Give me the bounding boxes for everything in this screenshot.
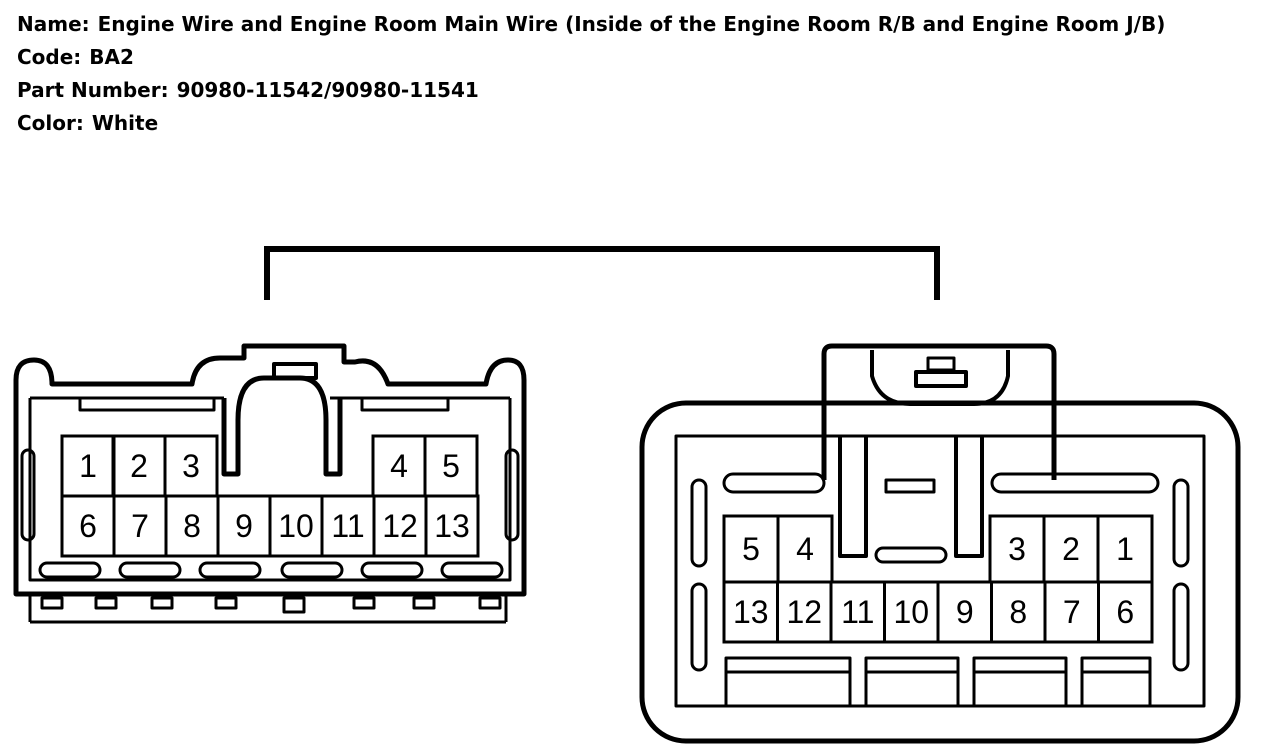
right-pin-1-label: 1: [1116, 531, 1134, 567]
code-row: Code: BA2: [17, 41, 1165, 74]
right-latch-leg-left: [838, 436, 868, 558]
right-latch-tab: [914, 370, 968, 388]
left-pin-6-label: 6: [79, 508, 97, 544]
right-latch-housing: [821, 343, 1057, 480]
color-label: Color:: [17, 111, 84, 135]
part-number-label: Part Number:: [17, 78, 169, 102]
left-connector: [13, 343, 527, 624]
part-number-row: Part Number: 90980-11542/90980-11541: [17, 74, 1165, 107]
left-pin-13-label: 13: [434, 508, 470, 544]
right-pin-5-label: 5: [742, 531, 760, 567]
left-pin-3-label: 3: [182, 448, 200, 484]
mating-bracket: [264, 246, 940, 300]
left-side-rib-left: [20, 448, 36, 542]
right-pin-11-label: 11: [841, 594, 874, 630]
right-pin-6-label: 6: [1116, 594, 1134, 630]
left-inner-frame: [28, 398, 512, 582]
right-pin-8-label: 8: [1009, 594, 1027, 630]
left-pin-5-label: 5: [442, 448, 460, 484]
right-side-rib-1: [690, 478, 708, 568]
left-latch-tab: [272, 362, 318, 380]
part-number-value: 90980-11542/90980-11541: [176, 78, 479, 102]
right-bottom-blocks: [724, 656, 1152, 706]
left-pin-13-cell: [424, 494, 480, 558]
left-bottom-teeth: [28, 594, 508, 624]
right-pin-4-label: 4: [796, 531, 814, 567]
right-upper-slot-left: [722, 472, 826, 494]
left-bottom-slots: [38, 561, 504, 579]
right-side-rib-3: [1172, 478, 1190, 568]
color-row: Color: White: [17, 107, 1165, 140]
left-pin-10-label: 10: [278, 508, 314, 544]
right-side-rib-2: [690, 582, 708, 672]
left-pin-7-label: 7: [131, 508, 149, 544]
right-pin-12-label: 12: [786, 594, 822, 630]
right-pin-7-label: 7: [1063, 594, 1081, 630]
right-pin-10-label: 10: [893, 594, 929, 630]
left-pin-9-label: 9: [235, 508, 253, 544]
left-pin-4-label: 4: [390, 448, 408, 484]
left-latch: [221, 375, 343, 477]
code-value: BA2: [89, 45, 134, 69]
color-value: White: [91, 111, 159, 135]
code-label: Code:: [17, 45, 82, 69]
right-latch-arc: [870, 350, 1010, 406]
right-upper-slot-right: [990, 472, 1160, 494]
name-label: Name:: [17, 12, 90, 36]
right-pin-9-label: 9: [956, 594, 974, 630]
left-pin-8-label: 8: [183, 508, 201, 544]
left-pin-12-label: 12: [382, 508, 418, 544]
right-center-slot: [874, 546, 948, 564]
right-connector: [639, 343, 1241, 744]
right-side-rib-4: [1172, 582, 1190, 672]
left-housing: [13, 343, 527, 597]
left-side-rib-right: [504, 448, 520, 542]
left-pin-2-label: 2: [130, 448, 148, 484]
left-pin-1-label: 1: [79, 448, 97, 484]
name-value: Engine Wire and Engine Room Main Wire (I…: [97, 12, 1166, 36]
left-pin-11-label: 11: [331, 508, 364, 544]
name-row: Name: Engine Wire and Engine Room Main Wi…: [17, 8, 1165, 41]
right-inner-frame: [674, 434, 1206, 708]
right-pin-2-label: 2: [1062, 531, 1080, 567]
right-pin-13-label: 13: [733, 594, 769, 630]
right-pin-3-label: 3: [1008, 531, 1026, 567]
connector-info: Name: Engine Wire and Engine Room Main Wi…: [17, 8, 1165, 140]
right-pin-6-cell: [1097, 580, 1154, 644]
right-latch-leg-right: [954, 436, 984, 558]
